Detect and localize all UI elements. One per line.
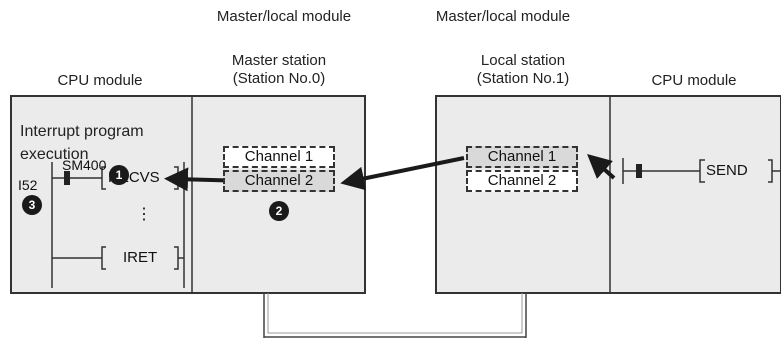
ellipsis-label: ⋮ (136, 206, 152, 223)
master-channel-2: Channel 2 (223, 170, 335, 192)
interrupt-execution-label: execution (20, 146, 89, 163)
step-3-badge: 3 (22, 195, 42, 215)
step-1-badge: 1 (109, 165, 129, 185)
local-station-title: Local station (480, 52, 566, 69)
iret-label: IRET (123, 249, 158, 266)
interrupt-pointer-label: I52 (18, 177, 38, 193)
sm400-label: SM400 (62, 157, 107, 173)
arrow-cpu-to-local (587, 154, 616, 180)
left-module-header: Master/local module (216, 8, 352, 25)
right-module-box (435, 95, 781, 294)
step-2-badge: 2 (269, 201, 289, 221)
arrow-local-to-master (340, 156, 465, 191)
master-station-number: (Station No.0) (232, 70, 326, 87)
left-module-box (10, 95, 366, 294)
local-channel-2: Channel 2 (466, 170, 578, 192)
left-cpu-title: CPU module (57, 72, 143, 89)
local-station-number: (Station No.1) (476, 70, 570, 87)
right-module-header: Master/local module (435, 8, 571, 25)
right-cpu-title: CPU module (651, 72, 737, 89)
master-station-title: Master station (231, 52, 327, 69)
interrupt-program-label: Interrupt program (20, 123, 144, 140)
send-label: SEND (706, 162, 748, 179)
master-channel-1: Channel 1 (223, 146, 335, 168)
sm400-contact (64, 171, 70, 185)
send-contact (636, 164, 642, 178)
local-channel-1: Channel 1 (466, 146, 578, 168)
network-cable (263, 293, 527, 338)
